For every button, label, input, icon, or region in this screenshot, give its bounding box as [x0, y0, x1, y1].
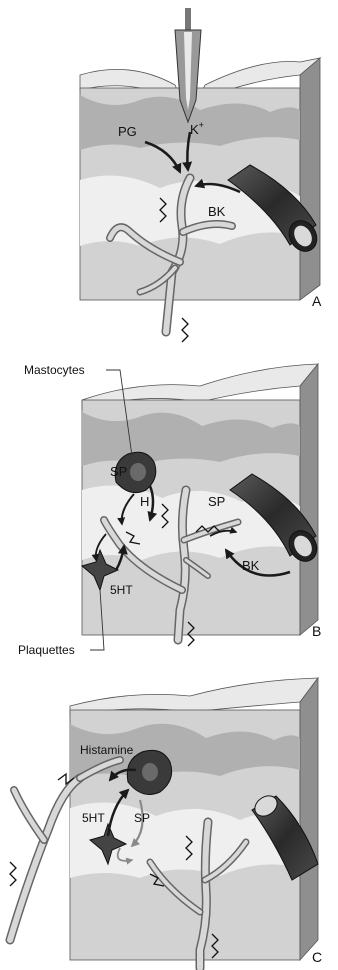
panel-letter-a: A — [312, 293, 322, 309]
label-h: H — [140, 494, 149, 509]
skin-side-face — [300, 364, 318, 635]
label-bk: BK — [208, 204, 226, 219]
panel-letter-c: C — [312, 949, 322, 965]
label-sp-left: SP — [110, 464, 127, 479]
label-mastocytes: Mastocytes — [24, 363, 85, 377]
mastocyte-cell — [127, 750, 171, 794]
impulse-icon — [10, 862, 16, 886]
label-5ht: 5HT — [82, 811, 105, 825]
panel-letter-b: B — [312, 623, 321, 639]
label-plaquettes: Plaquettes — [18, 643, 75, 657]
impulse-icon — [182, 318, 188, 342]
label-sp-right: SP — [208, 494, 225, 509]
panel-b: Mastocytes SP H SP BK 5HT Plaquettes B — [18, 363, 322, 657]
label-pg: PG — [118, 124, 137, 139]
label-5ht: 5HT — [110, 583, 133, 597]
label-bk: BK — [242, 558, 260, 573]
label-histamine: Histamine — [80, 743, 134, 757]
panel-c: Histamine 5HT SP C — [10, 678, 322, 968]
panel-a: PG K+ BK A — [80, 8, 322, 342]
skin-side-face — [300, 58, 320, 300]
label-sp: SP — [134, 811, 150, 825]
skin-side-face — [300, 678, 318, 960]
